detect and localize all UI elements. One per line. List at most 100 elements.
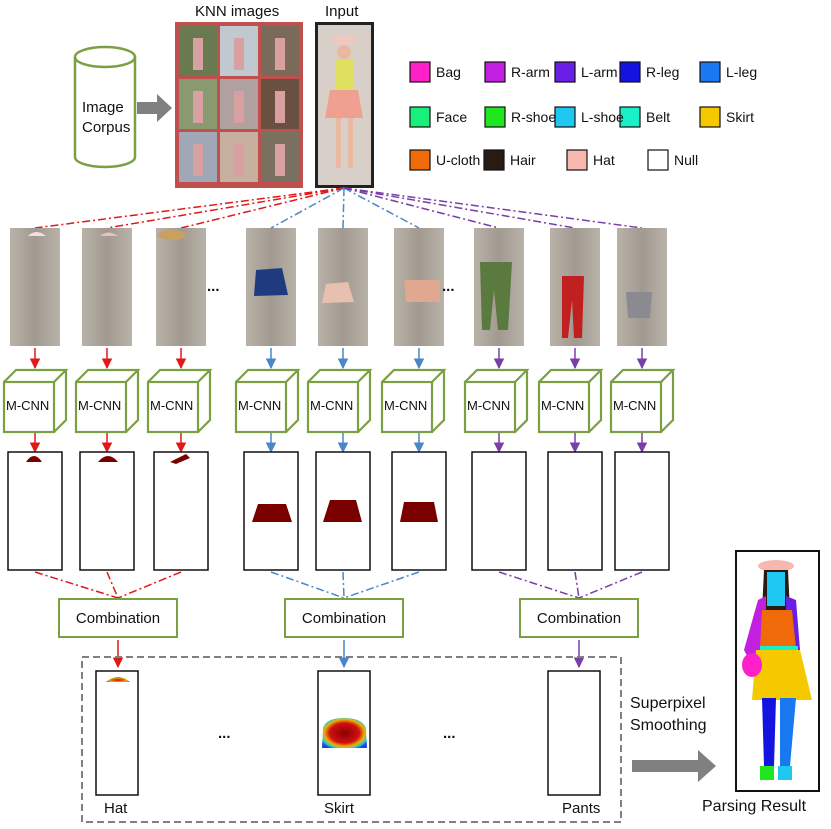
arrows <box>29 348 648 454</box>
legend-swatch <box>483 149 505 171</box>
ellipsis-strips-1: ... <box>207 278 220 295</box>
combination-connector <box>117 571 182 599</box>
legend-label: L-shoe <box>581 109 624 125</box>
knn-image-grid <box>175 22 303 188</box>
combination-label: Combination <box>536 609 622 627</box>
skirt-item <box>404 280 440 302</box>
skirt-mask <box>252 504 292 522</box>
output-container <box>81 656 622 823</box>
mcnn-cube <box>74 368 141 434</box>
hat-mask <box>26 456 42 462</box>
mcnn-cube <box>537 368 604 434</box>
legend-swatch <box>566 149 588 171</box>
input-image <box>315 22 374 188</box>
image-corpus-line2: Corpus <box>82 119 131 136</box>
fan-line <box>180 187 345 229</box>
smoothing-arrow <box>632 750 716 782</box>
combination-connector <box>498 571 580 599</box>
legend-swatch <box>619 61 641 83</box>
skirt-mask <box>400 502 438 522</box>
fan-line <box>343 187 643 229</box>
combination-connector <box>343 571 420 599</box>
combination-connector <box>270 571 345 599</box>
hat-mask <box>170 454 190 464</box>
ellipsis-output-2: ... <box>443 725 456 742</box>
legend-swatch <box>619 106 641 128</box>
mcnn-label: M-CNN <box>78 398 122 413</box>
mcnn-label: M-CNN <box>613 398 657 413</box>
legend-label: Bag <box>436 64 461 80</box>
parsing-result-image <box>735 550 820 792</box>
fan-line <box>34 187 345 229</box>
corpus-arrow <box>137 94 172 122</box>
hat-item <box>28 232 46 236</box>
combination-box-pants: Combination <box>519 598 639 638</box>
legend-swatch <box>554 61 576 83</box>
combination-label: Combination <box>75 609 161 627</box>
legend-swatch <box>409 61 431 83</box>
legend-swatch <box>484 61 506 83</box>
mcnn-cube <box>146 368 213 434</box>
mcnn-label: M-CNN <box>384 398 428 413</box>
legend-label: R-leg <box>646 64 680 80</box>
binary-map <box>614 451 670 571</box>
legend-swatch <box>409 106 431 128</box>
mcnn-label: M-CNN <box>150 398 194 413</box>
binary-map <box>7 451 63 571</box>
knn-images-title: KNN images <box>195 3 280 20</box>
fan-lines <box>34 187 643 229</box>
legend-label: L-arm <box>581 64 618 80</box>
combination-connector <box>578 571 643 599</box>
candidate-strip <box>10 228 60 346</box>
legend-label: Null <box>674 152 699 168</box>
superpixel-line2: Smoothing <box>630 717 707 734</box>
combination-connector <box>106 571 119 599</box>
image-corpus-line1: Image <box>82 99 124 116</box>
image-corpus-cylinder <box>73 45 137 169</box>
mcnn-label: M-CNN <box>310 398 354 413</box>
fan-line <box>343 187 576 229</box>
fan-line <box>343 187 500 229</box>
mcnn-cube <box>2 368 69 434</box>
candidate-strips <box>10 228 667 346</box>
mcnn-cube <box>463 368 530 434</box>
parsing-result-label: Parsing Result <box>702 798 807 815</box>
combination-connector <box>342 571 345 599</box>
fan-line <box>342 187 345 229</box>
legend-label: Hat <box>593 152 615 168</box>
pants-item <box>480 262 512 330</box>
legend-label: Hair <box>510 152 536 168</box>
binary-map <box>471 451 527 571</box>
hat-item <box>100 232 118 236</box>
legend-swatch <box>409 149 431 171</box>
fan-line <box>106 187 345 229</box>
output-label-skirt: Skirt <box>324 800 354 817</box>
legend <box>409 61 721 171</box>
skirt-mask <box>323 500 362 522</box>
combination-box-hat: Combination <box>58 598 178 638</box>
legend-label: Face <box>436 109 468 125</box>
legend-swatch <box>484 106 506 128</box>
combination-box-skirt: Combination <box>284 598 404 638</box>
legend-label: L-leg <box>726 64 758 80</box>
combination-connector <box>34 571 119 599</box>
combination-connectors <box>34 571 643 669</box>
mcnn-cube <box>380 368 447 434</box>
skirt-item <box>254 268 288 296</box>
legend-swatch <box>554 106 576 128</box>
skirt-item <box>322 282 354 303</box>
legend-label: R-shoe <box>511 109 557 125</box>
mcnn-cube <box>609 368 676 434</box>
binary-map <box>153 451 209 571</box>
output-maps <box>95 670 601 796</box>
combination-label: Combination <box>301 609 387 627</box>
candidate-strip <box>82 228 132 346</box>
binary-map <box>79 451 135 571</box>
candidate-strip <box>617 228 667 346</box>
fan-line <box>343 187 420 229</box>
pants-item <box>626 292 652 318</box>
binary-maps <box>7 451 670 571</box>
ellipsis-strips-2: ... <box>442 278 455 295</box>
superpixel-line1: Superpixel <box>630 695 706 712</box>
